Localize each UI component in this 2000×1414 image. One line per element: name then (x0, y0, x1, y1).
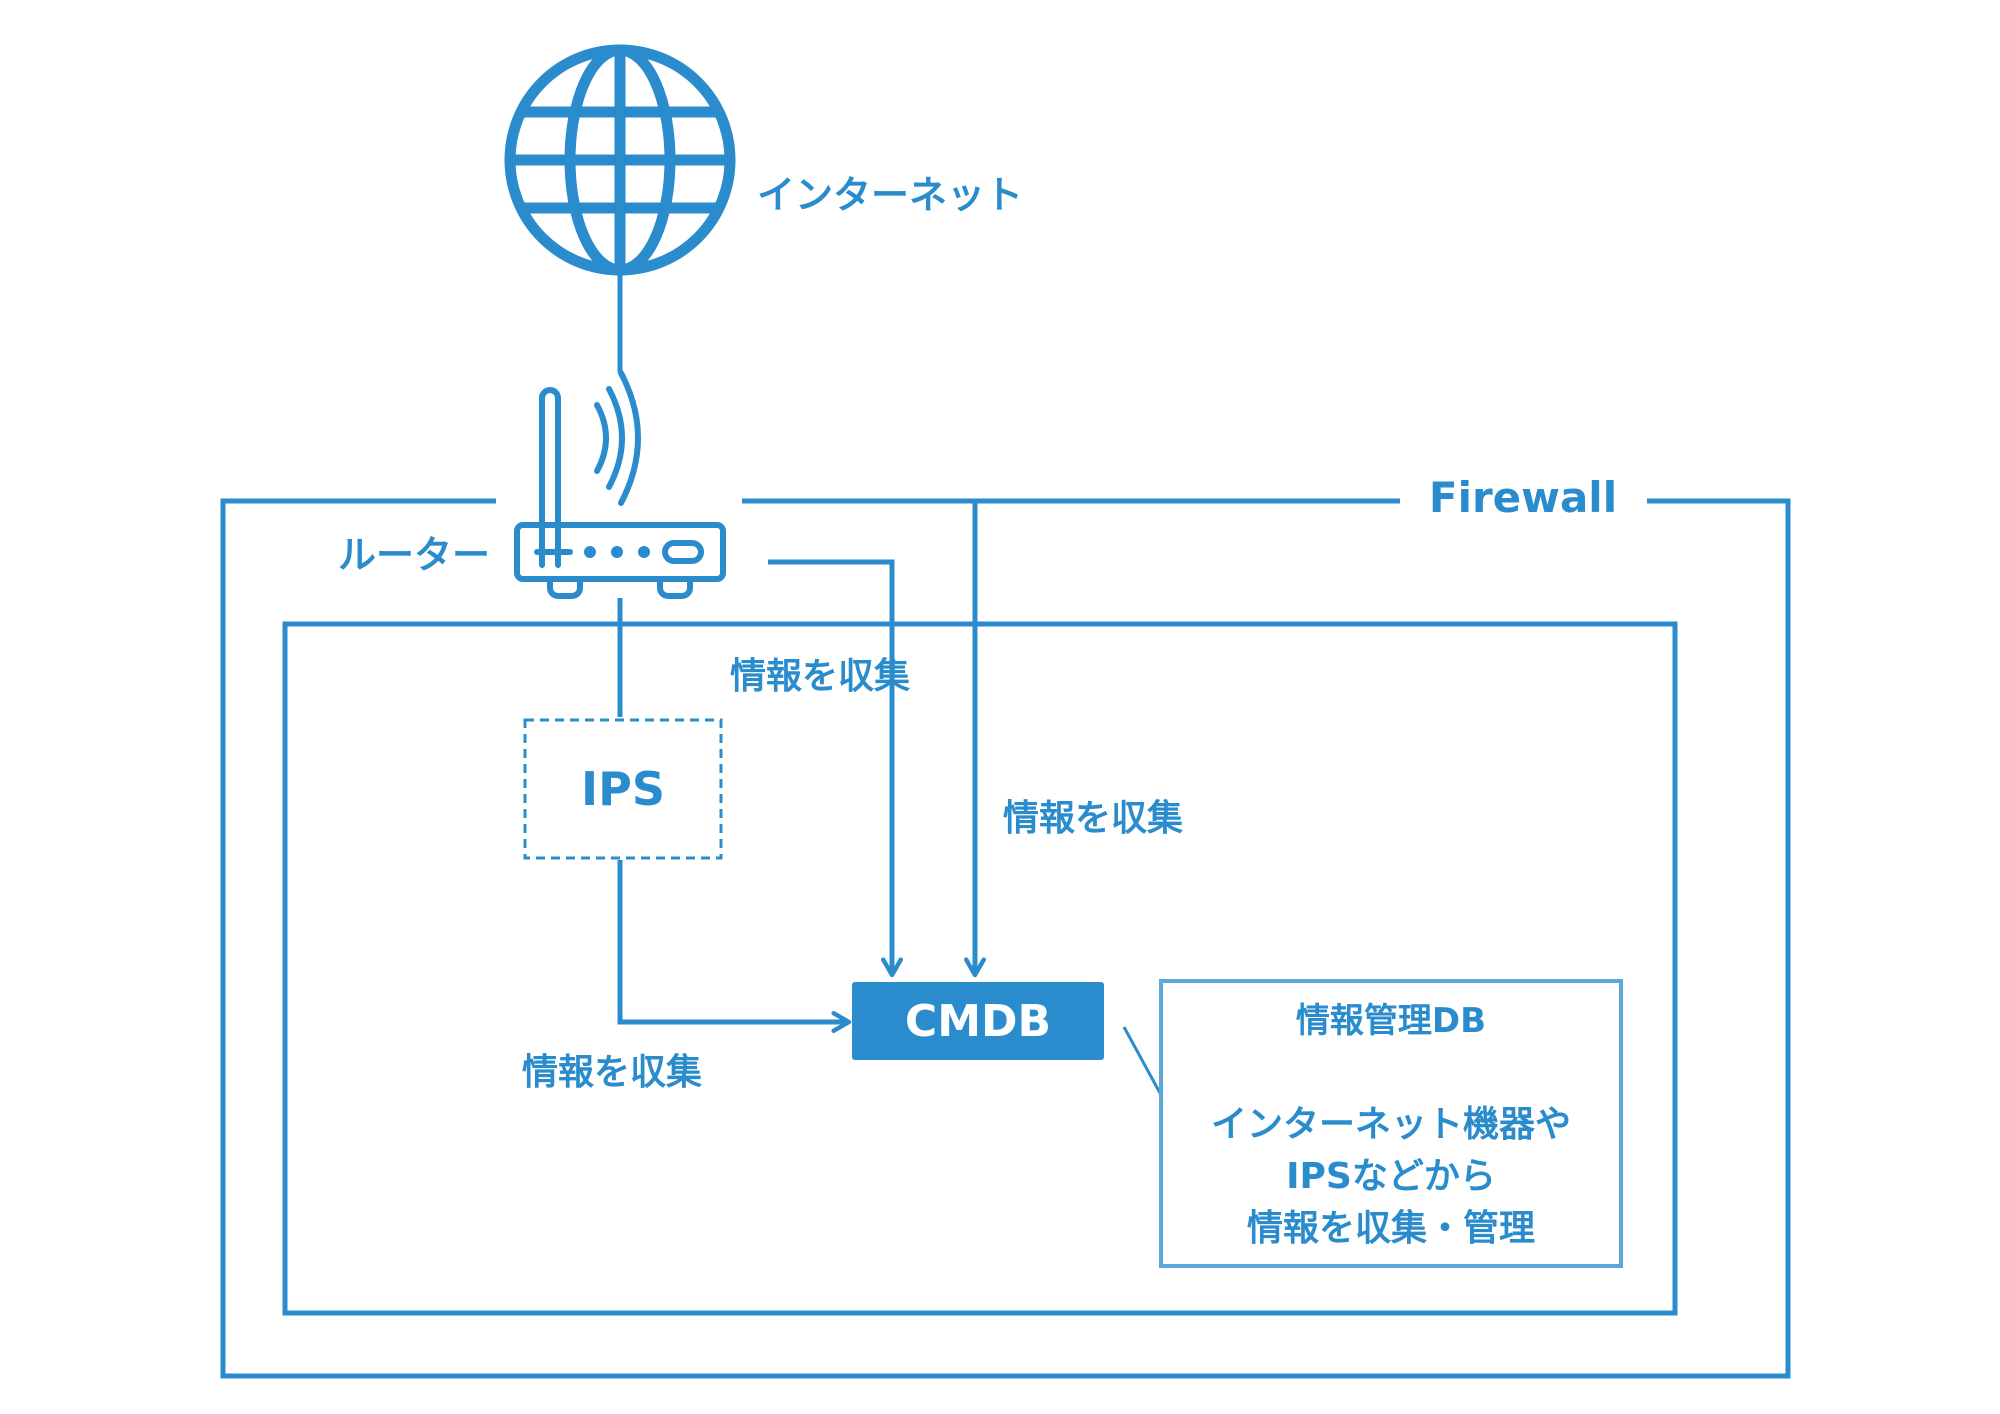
info-box-line-3: 情報を収集・管理 (1247, 1208, 1535, 1249)
firewall-label: Firewall (1429, 473, 1617, 522)
ips-box (523, 718, 723, 860)
cmdb-box (852, 982, 1104, 1060)
info-box (1159, 979, 1623, 1268)
info-box-line-1: インターネット機器や (1211, 1104, 1571, 1145)
collect-label-ips: 情報を収集 (522, 1052, 702, 1093)
globe-icon (504, 44, 736, 276)
router-to-cmdb-arrow (768, 559, 903, 978)
callout-line (1122, 1026, 1162, 1094)
internal-network-frame (282, 621, 1678, 1316)
info-box-line-2: IPSなどから (1286, 1156, 1496, 1197)
collect-label-firewall: 情報を収集 (1003, 798, 1183, 839)
cmdb-label: CMDB (905, 996, 1051, 1047)
router-status-leds (584, 546, 650, 558)
wifi-router-icon (514, 370, 726, 599)
collect-label-router: 情報を収集 (730, 656, 910, 697)
ips-to-cmdb-arrow (617, 860, 852, 1033)
router-label: ルーター (338, 533, 490, 577)
internet-label: インターネット (757, 173, 1023, 217)
ips-label: IPS (581, 762, 665, 816)
firewall-frame (220, 498, 1791, 1379)
info-box-title: 情報管理DB (1296, 1001, 1486, 1041)
